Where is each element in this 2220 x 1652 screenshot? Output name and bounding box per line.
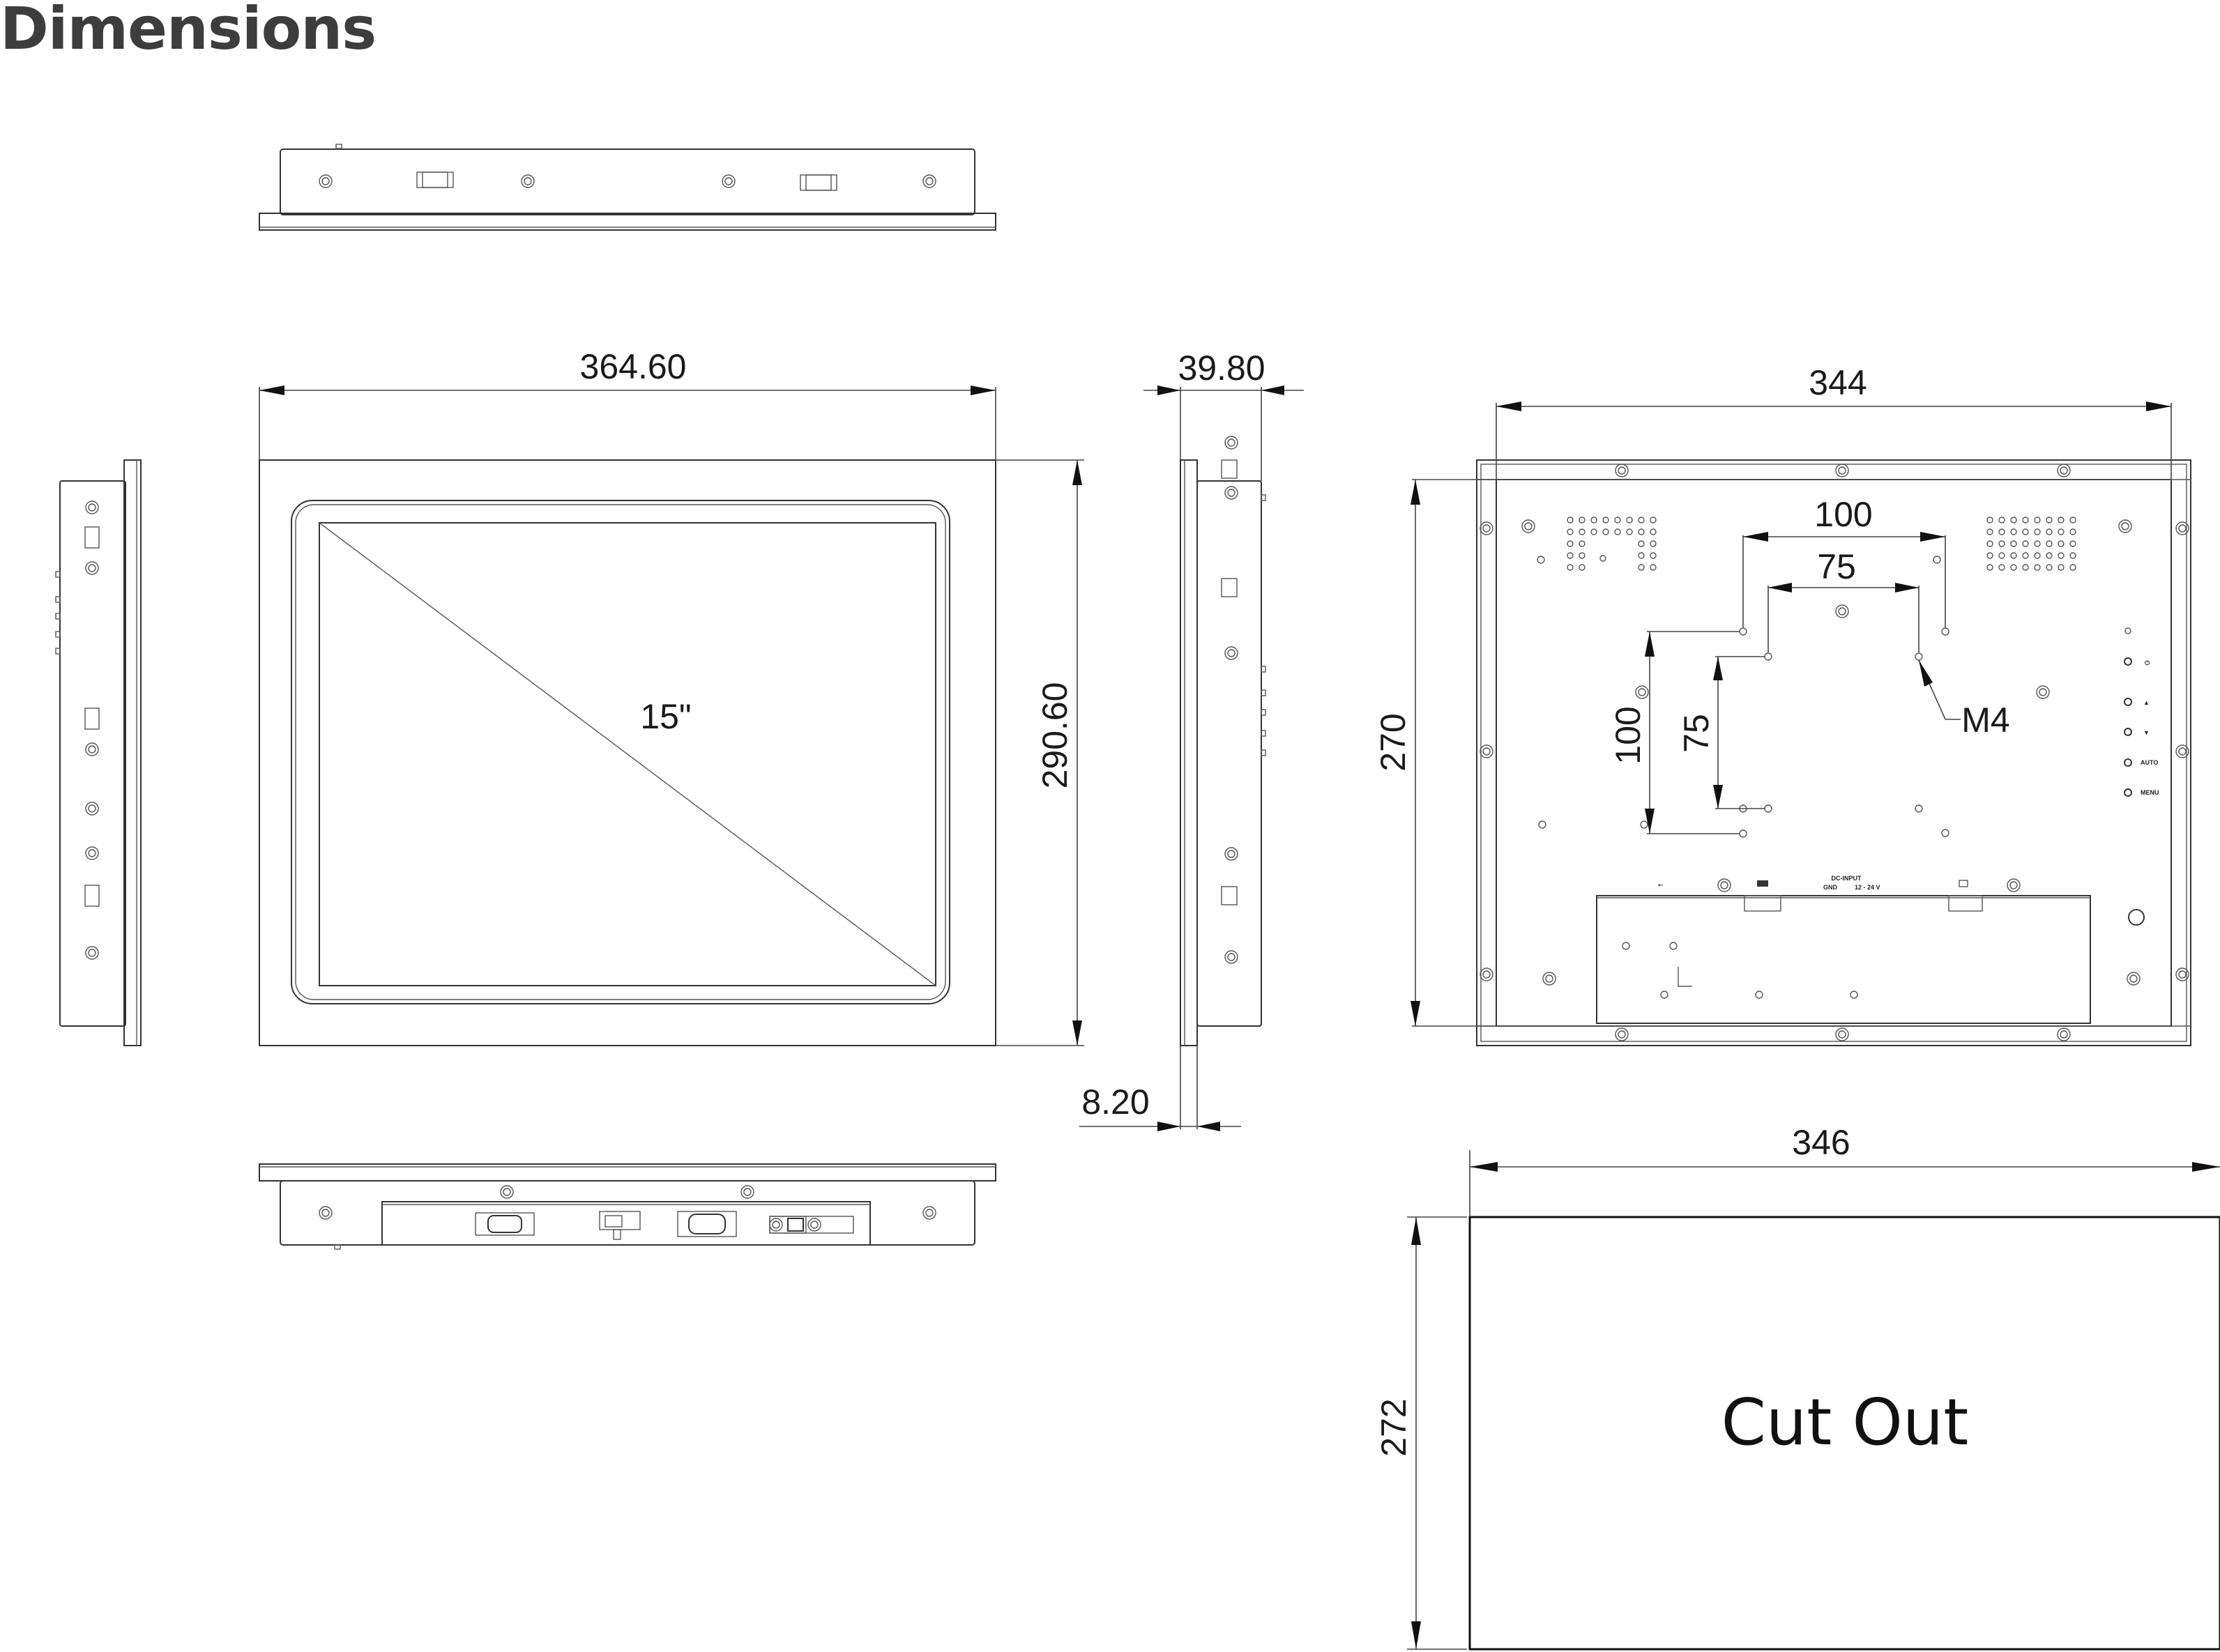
vesa-hole [1764,804,1772,813]
top-view [259,144,996,231]
left-side-view [55,459,142,1046]
power-button [2124,657,2132,666]
power-icon: ⏻ [2145,659,2150,666]
menu-button [2124,788,2132,797]
rear-view: 100 75 100 75 M4 ⏻ ▲ [1374,363,2191,1046]
up-arrow-icon: ▲ [2143,699,2150,706]
cutout-view: Cut Out 346 272 [1374,1123,2220,1651]
vesa-hole [1764,652,1772,661]
vesa-hole [1739,829,1747,838]
bottom-view [259,1163,996,1250]
gnd-label: GND [1823,884,1838,891]
vent-grid-right [1986,517,2076,571]
usb-icon: ⭠ [1658,881,1664,888]
vesa-outer-h-label: 100 [1814,495,1872,534]
front-width-label: 364.60 [580,347,687,386]
right-side-view: 39.80 8.20 [1079,349,1304,1131]
vga-port-icon [1959,880,1968,887]
voltage-label: 12 - 24 V [1855,884,1880,891]
osd-buttons: ⏻ ▲ ▼ AUTO MENU [2124,627,2159,797]
serial-port-icon [1757,880,1768,887]
vesa-hole [1941,627,1949,636]
dc-input-label: DC-INPUT [1832,875,1862,882]
cutout-label: Cut Out [1721,1385,1969,1460]
vesa-outer-v-label: 100 [1609,706,1648,764]
front-height-label: 290.60 [1035,682,1074,789]
vesa-hole [1915,652,1923,661]
page-title: Dimensions [0,0,377,63]
front-view: 15" 364.60 290.60 [259,347,1084,1046]
vesa-hole [1739,627,1747,636]
auto-button [2124,758,2132,767]
vesa-inner-v-label: 75 [1677,714,1716,753]
down-button [2124,728,2132,736]
power-jack [2128,909,2145,926]
down-arrow-icon: ▼ [2143,729,2150,736]
menu-label: MENU [2141,789,2159,796]
cutout-height-label: 272 [1374,1398,1413,1456]
cutout-width-label: 346 [1792,1123,1850,1162]
depth-label: 39.80 [1178,349,1265,388]
auto-label: AUTO [2141,759,2158,766]
vesa-inner-h-label: 75 [1817,547,1856,586]
screen-size-label: 15" [640,697,691,736]
vent-grid-left [1567,517,1657,571]
bezel-label: 8.20 [1081,1083,1149,1122]
rear-width-label: 344 [1809,363,1867,402]
rear-height-label: 270 [1374,713,1413,771]
led-indicator [2124,627,2131,634]
screw-label: M4 [1961,701,2009,740]
up-button [2124,698,2132,706]
